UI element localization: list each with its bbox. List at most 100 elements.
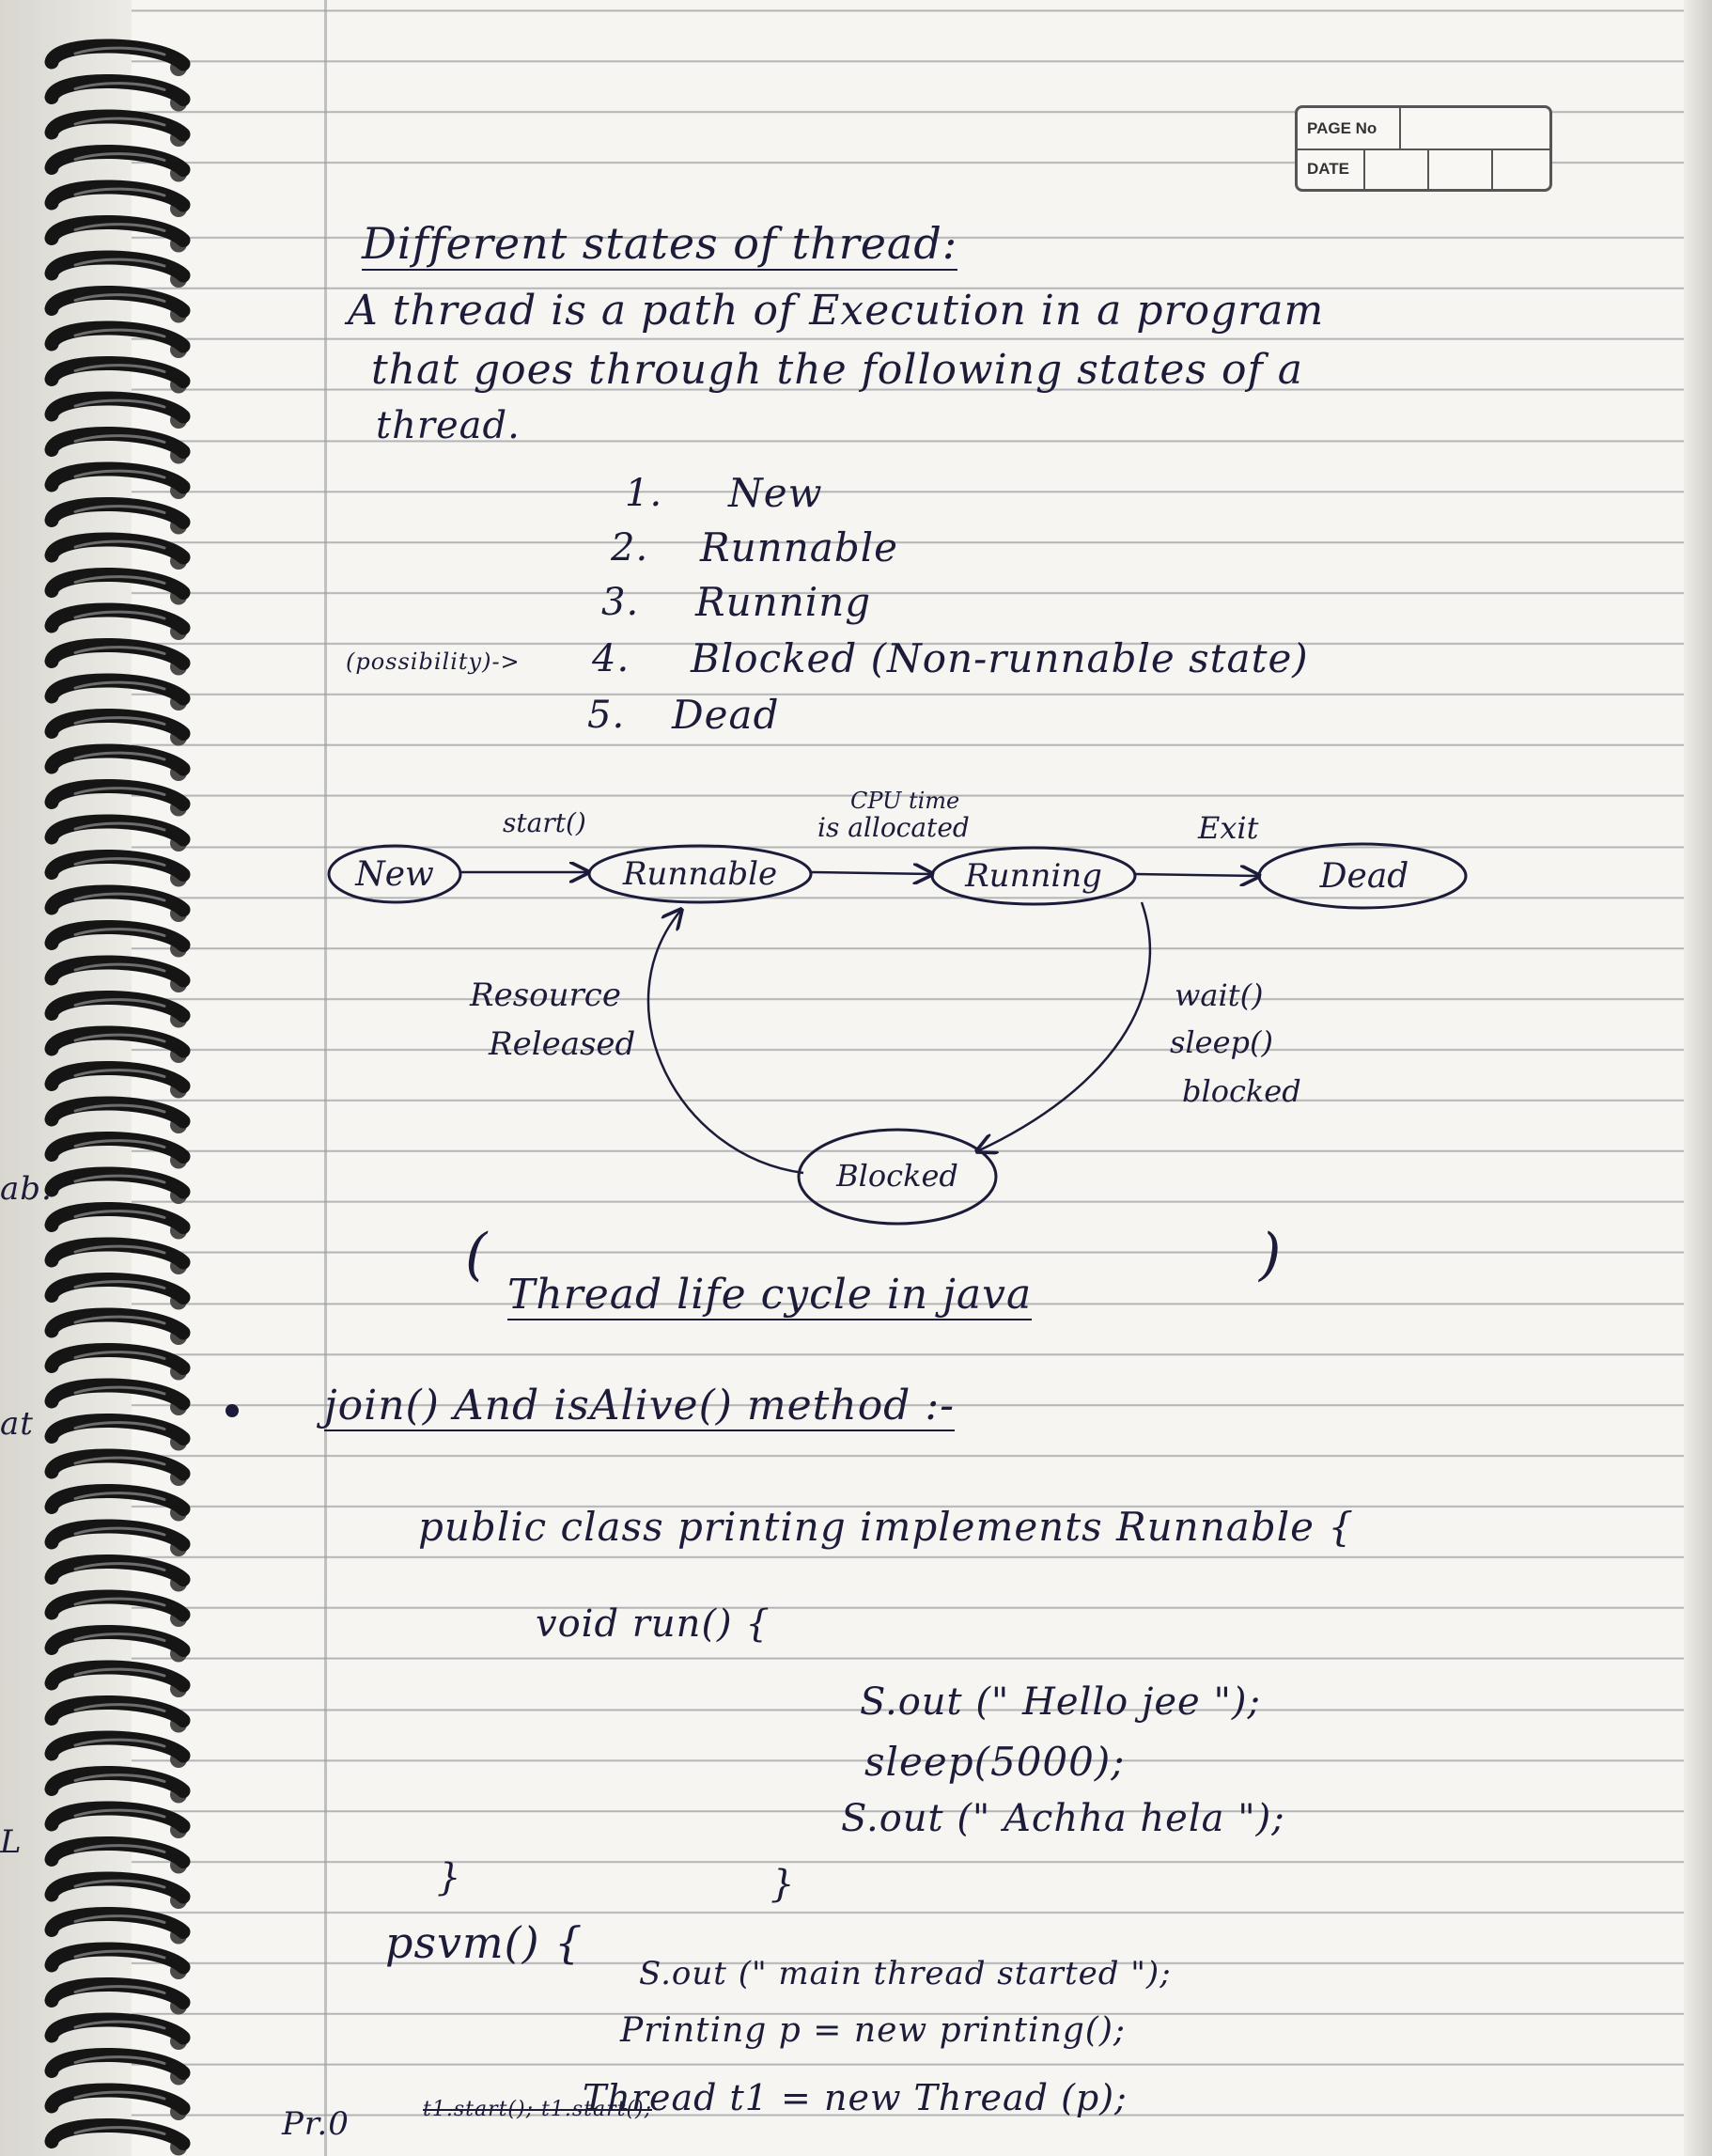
spiral-coil [44,356,191,388]
bullet [226,1404,239,1417]
code-line: S.out (" Achha hela "); [841,1797,1285,1840]
spiral-coil-highlight [73,434,166,444]
spiral-coil-highlight [73,1667,166,1678]
spiral-coil-highlight [73,46,166,56]
margin-scribble: L [0,1823,23,1861]
spiral-coil-highlight [73,787,166,796]
state-label: Running [695,579,872,625]
edge-label-allocated: is allocated [817,812,970,843]
spiral-binding [44,39,191,2156]
spiral-coil [44,1907,191,1939]
spiral-coil [44,2012,191,2045]
state-number: 4. [592,637,630,680]
spiral-coil [44,427,191,459]
spiral-coil [44,215,191,247]
spiral-coil [44,568,191,600]
spiral-coil-highlight [73,1562,166,1571]
state-label: Runnable [700,524,898,570]
spiral-coil [44,1801,191,1834]
spiral-coil-highlight [73,1526,166,1537]
spiral-coil-highlight [73,1738,166,1748]
spiral-coil [44,814,191,847]
spiral-coil [44,1484,191,1516]
spiral-coil-highlight [73,1985,166,1994]
spiral-coil [44,920,191,952]
edge-label-released: Released [488,1025,635,1063]
spiral-coil [44,1625,191,1657]
page-heading: Different states of thread: [362,218,958,271]
spiral-coil-highlight [73,610,166,620]
edge-label-start: start() [503,807,586,838]
margin-scribble: ab. [0,1170,53,1208]
code-line: } [770,1863,796,1906]
spiral-coil [44,1237,191,1270]
spiral-coil [44,743,191,776]
spiral-coil-highlight [73,928,166,937]
spiral-coil-highlight [73,2055,166,2065]
spiral-coil-highlight [73,680,166,691]
edge-blocked-runnable [646,910,804,1175]
spiral-coil-highlight [73,646,166,655]
spiral-coil [44,673,191,706]
spiral-coil-highlight [73,117,166,127]
state-number: 5. [587,694,626,737]
open-bracket-mark: ( [465,1222,489,1288]
spiral-coil-highlight [73,398,166,409]
thread-lifecycle-diagram: New Runnable Running Dead Blocked start(… [327,788,1468,1226]
spiral-coil [44,2118,191,2150]
edge-label-resource: Resource [469,976,621,1014]
spiral-coil [44,1448,191,1481]
spiral-coil [44,532,191,565]
spiral-coil-highlight [73,1597,166,1607]
spiral-coil [44,145,191,177]
edge-label-wait: wait() [1175,977,1264,1013]
spiral-coil [44,1660,191,1693]
state-label: Blocked (Non-runnable state) [691,635,1309,681]
date-label: DATE [1307,160,1350,178]
spiral-coil-highlight [73,962,166,973]
spiral-coil [44,602,191,635]
intro-line: A thread is a path of Execution in a pro… [348,287,1325,335]
spiral-coil-highlight [73,1914,166,1924]
spiral-coil-highlight [73,187,166,197]
spiral-coil [44,1273,191,1305]
margin-line [324,0,327,2156]
struck-text: t1.start(); t1.start(); [423,2098,653,2121]
state-label: New [728,470,823,516]
spiral-coil [44,1589,191,1622]
spiral-coil-highlight [73,1808,166,1819]
code-line: psvm() { [385,1917,584,1968]
spiral-coil-highlight [73,857,166,867]
spiral-coil [44,884,191,917]
spiral-coil [44,638,191,670]
edge-label-exit: Exit [1197,810,1259,846]
spiral-coil [44,991,191,1023]
spiral-coil-highlight [73,1773,166,1783]
spiral-coil [44,461,191,494]
code-line: Printing p = new printing(); [620,2011,1127,2050]
node-runnable-label: Runnable [622,855,777,893]
spiral-coil-highlight [73,1069,166,1078]
edge-running-blocked [977,901,1152,1151]
spiral-coil [44,497,191,529]
spiral-coil [44,39,191,71]
page-edge [1684,0,1712,2156]
spiral-coil [44,109,191,142]
code-line: } [437,1856,462,1899]
spiral-coil [44,2083,191,2116]
code-line: public class printing implements Runnabl… [418,1504,1355,1550]
node-running: Running [930,846,1137,906]
possibility-note: (possibility)-> [346,648,521,675]
spiral-coil [44,286,191,318]
spiral-coil [44,1942,191,1975]
code-line: S.out (" main thread started "); [639,1955,1172,1992]
node-dead-label: Dead [1319,857,1409,896]
spiral-coil-highlight [73,1033,166,1043]
spiral-coil [44,1766,191,1798]
code-line: Thread t1 = new Thread (p); [583,2077,1128,2118]
spiral-coil-highlight [73,1703,166,1712]
spiral-coil-highlight [73,223,166,232]
spiral-coil [44,2048,191,2080]
spiral-coil-highlight [73,1421,166,1430]
